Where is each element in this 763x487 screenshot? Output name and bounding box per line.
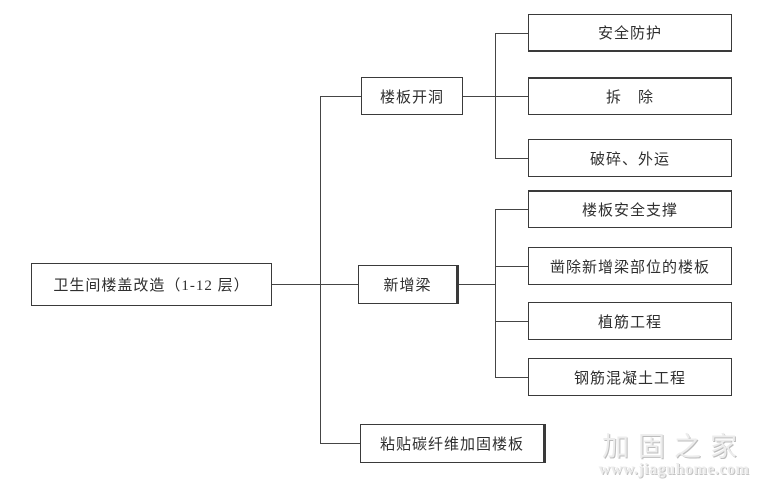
node-chisel-slab-at-beam: 凿除新增梁部位的楼板 <box>528 247 732 285</box>
node-label: 植筋工程 <box>597 314 662 331</box>
node-label: 安全防护 <box>597 26 662 42</box>
node-label: 拆 除 <box>605 90 654 106</box>
connector-to-slab-safety-support <box>495 209 528 210</box>
connector-to-reinforced-concrete <box>495 377 528 378</box>
node-rebar-planting-works: 植筋工程 <box>528 302 732 340</box>
connector-new-beam-out <box>459 284 495 285</box>
node-demolition: 拆 除 <box>528 77 732 115</box>
connector-trunk-to-floor-slab-opening <box>320 96 361 97</box>
node-label: 新增梁 <box>383 278 432 294</box>
connector-to-safety-protection <box>495 33 528 34</box>
watermark-url: www.jiaguhome.com <box>598 461 750 479</box>
watermark-brand: 加固之家 <box>602 432 746 462</box>
node-label: 破碎、外运 <box>589 151 670 168</box>
node-crushing-hauling: 破碎、外运 <box>528 139 732 177</box>
node-root-label: 卫生间楼盖改造（1-12 层） <box>53 278 250 294</box>
node-reinforced-concrete-works: 钢筋混凝土工程 <box>528 358 732 396</box>
watermark: 加固之家 www.jiaguhome.com <box>588 433 760 479</box>
node-floor-slab-opening: 楼板开洞 <box>361 77 463 115</box>
node-root: 卫生间楼盖改造（1-12 层） <box>31 263 272 306</box>
node-slab-safety-support: 楼板安全支撑 <box>528 190 732 228</box>
node-safety-protection: 安全防护 <box>528 14 732 52</box>
connector-to-chisel-slab <box>495 266 528 267</box>
node-label: 钢筋混凝土工程 <box>573 370 686 387</box>
connector-trunk-vertical <box>320 96 321 443</box>
connector-branch1-vertical <box>495 33 496 158</box>
node-label: 楼板安全支撑 <box>581 203 678 219</box>
node-label: 粘贴碳纤维加固楼板 <box>379 437 524 453</box>
connector-to-rebar-planting <box>495 321 528 322</box>
connector-trunk-to-new-beam <box>320 284 358 285</box>
connector-to-demolition <box>495 96 528 97</box>
connector-root-to-trunk <box>272 284 320 285</box>
node-new-beam: 新增梁 <box>358 265 459 304</box>
node-label: 凿除新增梁部位的楼板 <box>549 259 710 276</box>
node-label: 楼板开洞 <box>379 89 444 106</box>
connector-trunk-to-carbon-fiber <box>320 443 360 444</box>
node-carbon-fiber-reinforcement: 粘贴碳纤维加固楼板 <box>360 424 546 463</box>
connector-floor-slab-opening-out <box>463 96 495 97</box>
connector-to-crushing-hauling <box>495 158 528 159</box>
connector-branch2-vertical <box>495 209 496 377</box>
